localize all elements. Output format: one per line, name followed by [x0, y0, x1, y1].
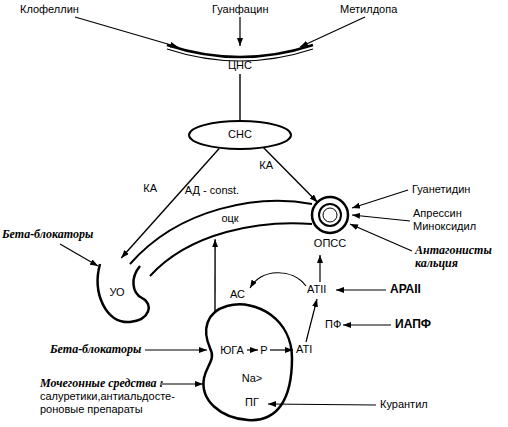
drug-label: Гуанфацин — [212, 3, 268, 16]
pathway-arrow — [319, 255, 320, 282]
node-text: ПГ — [245, 396, 259, 409]
drug-label: Метилдопа — [340, 3, 397, 16]
drug-arrow — [75, 17, 178, 47]
kidney-shape: ЮГА Р Na> ПГ — [192, 300, 307, 425]
node-text: ЦНС — [228, 59, 252, 72]
drug-arrow — [239, 17, 240, 46]
drug-label: Антагонисты кальция — [415, 244, 497, 270]
pathway-arrow — [250, 273, 306, 288]
pathway-arrow — [247, 349, 258, 350]
pathway-arrow — [270, 349, 293, 350]
drug-label: ПФ — [325, 318, 341, 331]
node-text: ОПСС — [314, 237, 346, 250]
drug-label: Гуанетидин — [412, 183, 470, 196]
drug-label: ИАПФ — [395, 318, 431, 331]
drug-label: АС — [230, 288, 245, 301]
connector — [239, 74, 240, 120]
drug-arrow — [60, 244, 98, 266]
drug-label: Бета-блокаторы — [2, 228, 93, 241]
drug-label: ATII — [307, 283, 326, 296]
pathway-arrow — [306, 299, 317, 342]
drug-arrow — [352, 215, 410, 221]
edge-label: КА — [259, 158, 273, 171]
drug-arrow — [336, 289, 386, 290]
vessel-band: АД - const. оцк — [130, 172, 315, 277]
drug-label: ATI — [296, 343, 312, 356]
drug-arrow — [160, 383, 203, 384]
drug-label: салуретики,антиальдосте- роновые препара… — [40, 390, 200, 416]
edge-label: КА — [143, 182, 157, 195]
drug-label: Мочегонные средства : — [40, 377, 163, 390]
drug-label: Клофеллин — [20, 3, 79, 16]
drug-arrow — [145, 349, 207, 350]
vessel-rings: ОПСС — [305, 195, 355, 255]
drug-label: АРАII — [390, 283, 421, 296]
node-text: Р — [260, 344, 267, 357]
drug-label: Апрессин Миноксидил — [413, 207, 479, 233]
node-text: АД - const. — [185, 184, 239, 197]
node-text: УО — [109, 286, 124, 299]
drug-arrow — [268, 404, 376, 405]
heart-shape: УО — [92, 258, 157, 328]
drug-arrow — [343, 324, 391, 325]
cns-arc: ЦНС — [165, 42, 315, 74]
drug-arrow — [352, 190, 408, 208]
drug-label: Курантил — [380, 398, 428, 411]
node-text: ЮГА — [220, 344, 244, 357]
connector — [263, 147, 318, 202]
drug-arrow — [300, 17, 365, 47]
connector — [121, 149, 219, 259]
drug-arrow — [350, 224, 412, 251]
node-text: Na> — [242, 372, 263, 385]
node-text: оцк — [221, 212, 238, 225]
sns-ellipse: СНС — [188, 120, 292, 150]
connector — [214, 239, 216, 312]
node-text: СНС — [228, 128, 252, 141]
drug-label: Бета-блокаторы — [50, 343, 141, 356]
